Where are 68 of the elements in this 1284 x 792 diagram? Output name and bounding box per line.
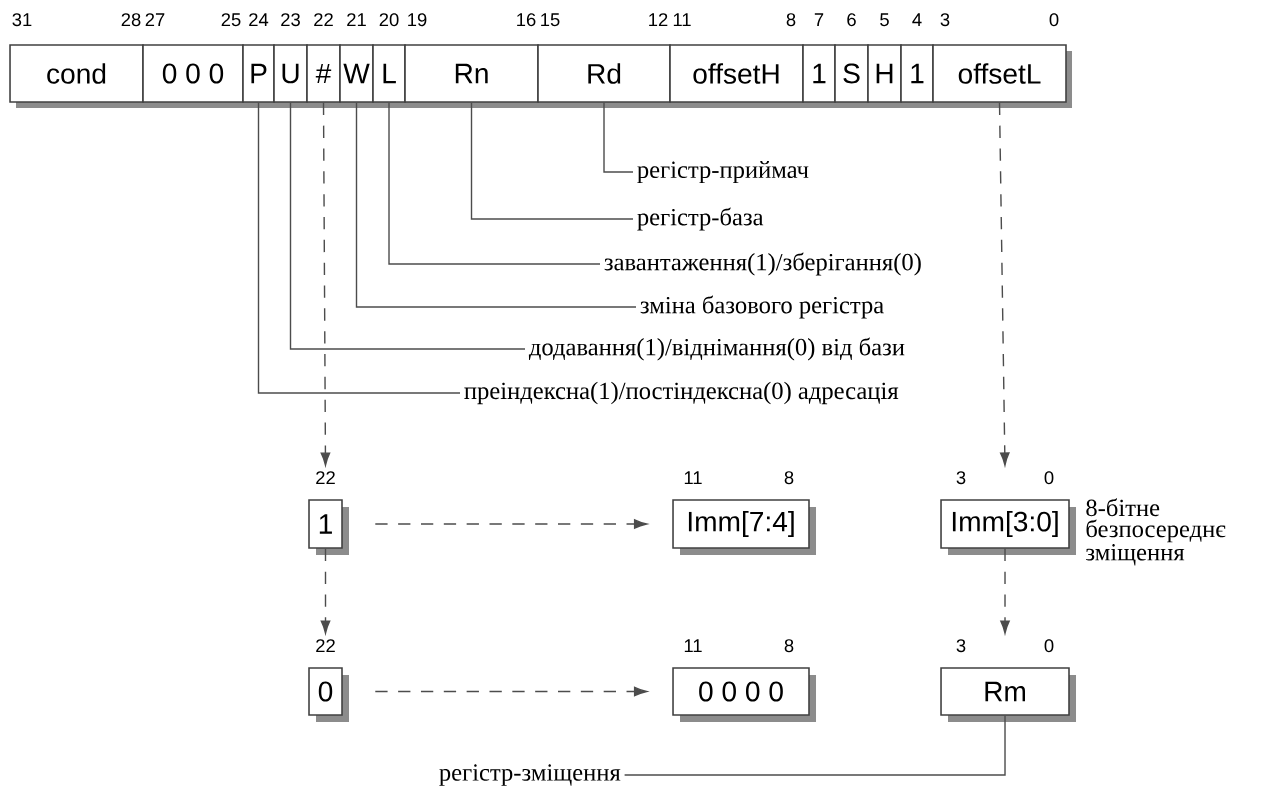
- register-field: U: [273, 44, 308, 103]
- bit-number: 11: [684, 639, 702, 652]
- bit-number: 27: [145, 13, 165, 26]
- bit-number: 22: [314, 13, 333, 26]
- register-field: 1: [802, 44, 836, 103]
- bit-number: 0: [1044, 639, 1054, 653]
- annotation-text: зміна базового регістра: [640, 295, 884, 319]
- register-field: #: [306, 44, 341, 103]
- leader-line: [388, 102, 601, 265]
- bit-number: 7: [814, 13, 824, 26]
- leader-line: [289, 102, 526, 350]
- register-field: S: [834, 44, 869, 103]
- bit-number: 8: [786, 13, 796, 27]
- bit-number: 22: [316, 639, 335, 652]
- bit-number: 16: [517, 13, 536, 27]
- bit-number: 3: [940, 13, 950, 27]
- bit-number: 21: [347, 13, 366, 26]
- leader-line: [257, 102, 461, 394]
- register-field: Rd: [537, 44, 671, 103]
- annotation-text: додавання(1)/віднімання(0) від бази: [528, 337, 905, 361]
- register-field: P: [242, 44, 275, 103]
- annotation-text: регістр-приймач: [637, 160, 809, 184]
- field-box: Rm: [940, 667, 1076, 722]
- arrow: [320, 102, 331, 466]
- register-field: W: [339, 44, 374, 103]
- leader-line: [623, 715, 1006, 776]
- annotation-text: регістр-зміщення: [439, 764, 621, 786]
- register-field: cond: [9, 44, 144, 103]
- bit-number: 8: [784, 471, 794, 485]
- arrow: [998, 102, 1010, 466]
- field-box: 0 0 0 0: [672, 667, 816, 722]
- bit-number: 31: [12, 13, 32, 27]
- annotation-text: регістр-база: [637, 207, 764, 231]
- leader-line: [355, 102, 637, 308]
- field-box: Imm[3:0]: [940, 499, 1076, 555]
- bit-number: 4: [912, 13, 922, 26]
- bit-number: 3: [956, 471, 966, 485]
- field-box: Imm[7:4]: [672, 499, 816, 555]
- bit-number: 11: [673, 13, 691, 26]
- bit-number: 20: [379, 13, 399, 27]
- bit-number: 12: [649, 13, 668, 26]
- leader-line: [603, 102, 634, 173]
- bit-number: 0: [1044, 471, 1054, 485]
- bit-number: 5: [880, 13, 889, 27]
- bit-number: 6: [847, 13, 856, 27]
- annotation-text: преіндексна(1)/постіндексна(0) адресація: [464, 381, 899, 405]
- arrow: [320, 548, 331, 634]
- leader-line: [470, 102, 634, 220]
- arrow: [1000, 548, 1010, 634]
- annotation-text: 8-бітне безпосереднє зміщення: [1086, 498, 1226, 566]
- arrow: [374, 519, 648, 529]
- field-box: 0: [308, 667, 349, 722]
- bit-number: 15: [541, 13, 560, 27]
- bit-number: 22: [316, 471, 335, 484]
- bit-number: 23: [281, 13, 300, 27]
- bit-number: 11: [684, 471, 702, 484]
- bit-number: 24: [249, 13, 269, 26]
- bit-number: 8: [784, 639, 794, 653]
- bit-number: 28: [121, 13, 141, 27]
- register-field: L: [372, 44, 406, 103]
- bit-number: 3: [956, 639, 966, 653]
- annotation-text: завантаження(1)/зберігання(0): [604, 252, 921, 276]
- bit-number: 0: [1049, 13, 1059, 27]
- arrow: [374, 686, 648, 697]
- bit-number: 25: [221, 13, 241, 27]
- bit-number: 19: [408, 13, 427, 27]
- register-field: H: [867, 44, 902, 103]
- register-field: 1: [900, 44, 934, 103]
